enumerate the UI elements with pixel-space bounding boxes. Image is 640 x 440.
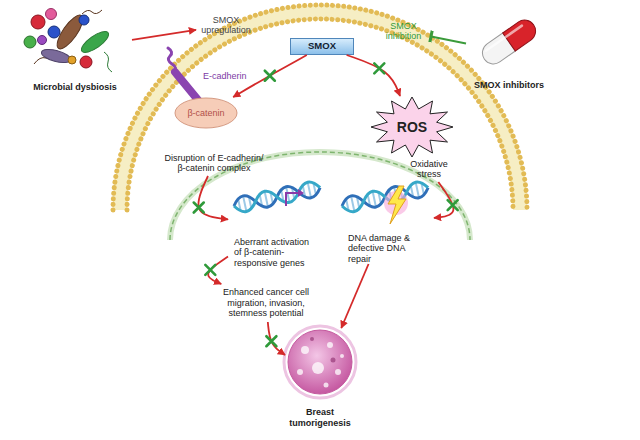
coccus-bacterium <box>48 26 60 38</box>
microbe-group: Microbial dysbiosis <box>18 6 132 92</box>
process-text: Enhanced cancer cell migration, invasion… <box>221 287 311 318</box>
coccus-bacterium <box>68 56 76 64</box>
inhibition-connector <box>431 36 466 43</box>
rod-bacterium <box>78 28 111 56</box>
tumor-cell <box>327 342 333 348</box>
group-label: SMOX inhibitors <box>466 80 552 90</box>
inhibition-cross <box>194 203 204 213</box>
dna-damage-group: DNA damage & defective DNA repair <box>338 182 434 264</box>
protein-oval: β-catenin <box>174 97 238 129</box>
transcription-arrow <box>286 193 298 206</box>
inhibition-cross <box>266 336 276 346</box>
inhibition-cross <box>265 71 275 81</box>
coccus-bacterium <box>46 9 57 20</box>
membrane-band <box>120 12 520 210</box>
coccus-bacterium <box>24 36 36 48</box>
inhibition-text: SMOX inhibition <box>376 21 431 42</box>
dna-helix <box>232 180 321 214</box>
arrow-connector <box>132 30 196 40</box>
lipid-heads <box>113 5 527 210</box>
gene-activation-arrow <box>286 189 304 206</box>
dna-strand <box>340 180 429 214</box>
process-text: Disruption of E-cadherin/ β-catenin comp… <box>161 153 267 174</box>
bacteria-illustration <box>24 9 112 73</box>
cell-membrane <box>113 5 527 210</box>
dna-strand <box>340 180 429 214</box>
inhibition-cross <box>205 265 215 275</box>
tumor-cell <box>301 346 309 354</box>
process-label: Disruption of E-cadherin/ β-catenin comp… <box>160 150 268 176</box>
tumor-illustration <box>284 326 356 398</box>
tumor-cell <box>331 358 336 363</box>
flagellum <box>104 52 112 72</box>
cross-group <box>194 63 458 346</box>
dna-strand <box>232 180 321 214</box>
dna-break-symbol <box>384 186 408 224</box>
receptor-rod <box>175 72 198 100</box>
group-label: Breast tumorigenesis <box>285 407 355 428</box>
tumor-cell <box>297 369 303 375</box>
edge-group <box>132 30 466 355</box>
flagellum <box>82 10 102 14</box>
capsule-shine <box>486 26 522 51</box>
tumor-cell <box>310 337 314 341</box>
capsule-half <box>503 16 540 51</box>
tumor-cell <box>312 362 324 374</box>
capsule-pill <box>478 16 540 68</box>
arrow-connector <box>208 257 228 284</box>
inhibition-cross <box>448 200 458 210</box>
ros-burst: ROS <box>370 96 454 158</box>
tumor-cell <box>335 369 341 375</box>
tumor-halo <box>284 326 356 398</box>
outcome-label: Enhanced cancer cell migration, invasion… <box>218 284 314 322</box>
enzyme-name: SMOX <box>292 41 352 52</box>
tumor-mass <box>288 330 352 394</box>
protein-label: E-cadherin <box>203 71 247 81</box>
process-label: Oxidative stress <box>404 156 454 182</box>
process-text: Aberrant activation of β-catenin-respons… <box>234 237 314 268</box>
transcription-arrowhead <box>298 189 304 197</box>
protein-name: β-catenin <box>176 108 236 118</box>
inhibition-cross <box>374 63 384 73</box>
e-cadherin-receptor <box>168 48 198 100</box>
coccus-bacterium <box>80 56 92 68</box>
rod-bacterium <box>40 47 72 65</box>
process-text: Oxidative stress <box>405 159 453 180</box>
group-label: Microbial dysbiosis <box>18 82 132 92</box>
tumor-group: Breast tumorigenesis <box>285 328 355 428</box>
arrow-connector <box>341 264 368 328</box>
lightning-bolt <box>388 186 406 224</box>
coccus-bacterium <box>79 15 89 25</box>
lipid-heads <box>127 19 513 210</box>
process-text: DNA damage & defective DNA repair <box>348 233 414 264</box>
oval-shape <box>175 98 237 128</box>
arrow-connector <box>434 182 453 218</box>
gene-activation-group: Aberrant activation of β-catenin-respons… <box>228 182 324 268</box>
arrow-connector <box>268 322 285 355</box>
enzyme-box: SMOX <box>290 38 354 55</box>
process-text: SMOX upregulation <box>196 15 256 36</box>
dna-helix <box>340 180 429 214</box>
tumor-cell <box>324 383 329 388</box>
dna-strand <box>232 180 321 214</box>
arrow-connector <box>198 176 228 219</box>
process-label: SMOX upregulation <box>196 12 256 38</box>
starburst-shape <box>371 97 453 157</box>
tumor-cell <box>340 354 344 358</box>
drug-group: SMOX inhibitors <box>466 14 552 90</box>
arrow-connector <box>347 55 400 96</box>
inhibition-label: SMOX inhibition <box>376 18 431 44</box>
ros-text: ROS <box>392 119 432 135</box>
coccus-bacterium <box>38 36 47 45</box>
coccus-bacterium <box>31 15 45 29</box>
